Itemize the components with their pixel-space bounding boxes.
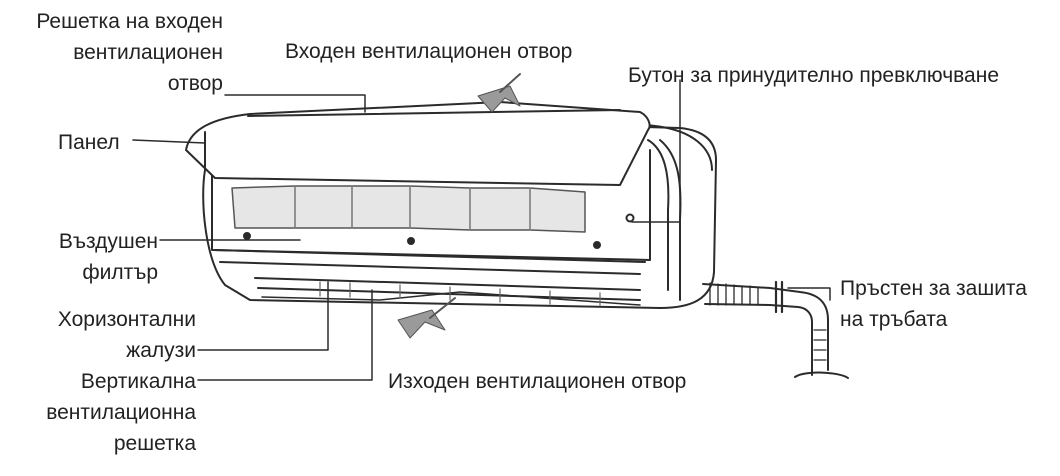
leader-vertical-grille <box>198 290 372 380</box>
label-panel: Панел <box>58 127 120 158</box>
front-panel <box>186 102 650 185</box>
label-pipe-ring: Пръстен за зашита на тръбата <box>840 273 1027 335</box>
label-vertical-grille: Вертикална вентилационна решетка <box>10 366 196 459</box>
label-inlet-grille: Решетка на входен вентилационен отвор <box>8 6 223 99</box>
leader-force-button <box>632 80 680 222</box>
label-air-outlet: Изходен вентилационен отвор <box>388 366 686 397</box>
label-air-filter: Въздушен филтър <box>10 226 158 288</box>
pipe-illustration <box>703 282 848 378</box>
air-filter-illustration <box>232 186 634 248</box>
label-air-inlet: Входен вентилационен отвор <box>285 36 572 67</box>
leader-horizontal-louvers <box>198 282 328 350</box>
label-force-button: Бутон за принудително превключване <box>628 60 999 91</box>
label-horizontal-louvers: Хоризонтални жалузи <box>10 304 196 366</box>
